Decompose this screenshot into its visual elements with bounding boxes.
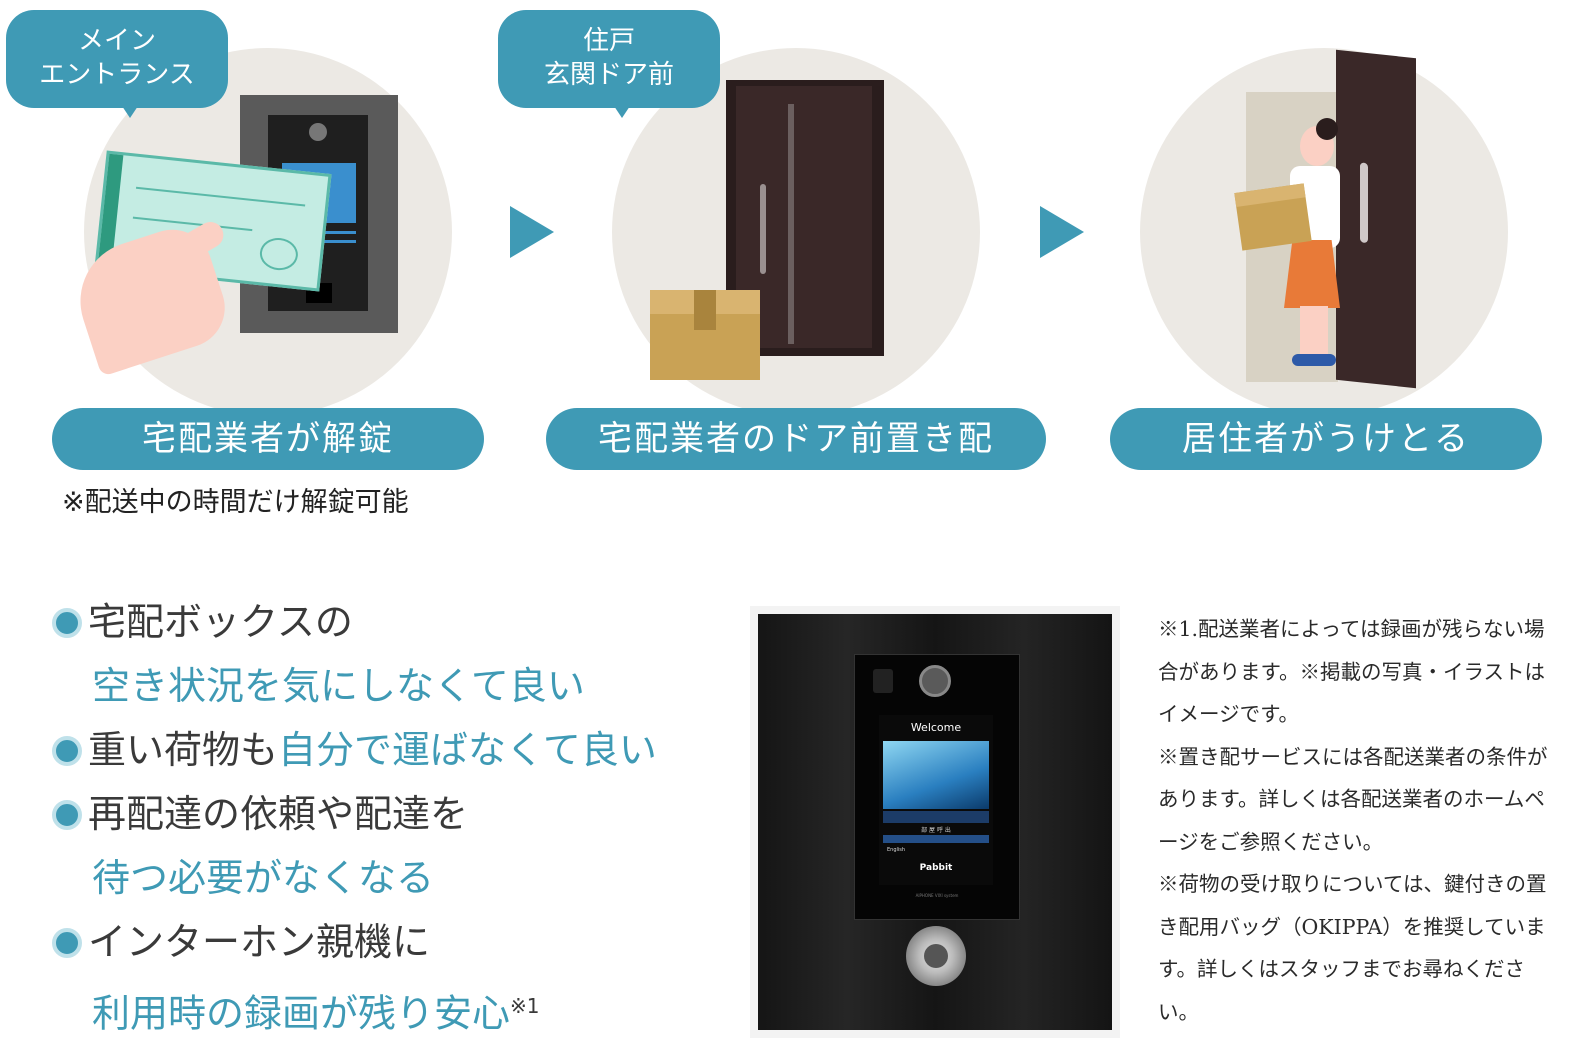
benefit-2: 重い荷物も自分で運ばなくて良い	[52, 720, 657, 780]
footnote-mark: ※1	[510, 994, 540, 1018]
resident-hair-illustration	[1316, 118, 1338, 140]
intercom-screen: Welcome 部 屋 呼 出 English Pabbit	[879, 715, 993, 885]
maker-label: AIPHONE VIXI system	[915, 893, 959, 898]
screen-brand: Pabbit	[919, 863, 953, 873]
step2-location-bubble: 住戸 玄関ドア前	[498, 10, 720, 108]
bubble-tail	[610, 100, 634, 118]
benefit-4-line2: 利用時の録画が残り安心※1	[92, 991, 540, 1036]
bullet-icon	[52, 928, 82, 958]
footnote-1: ※1.配送業者によっては録画が残らない場合があります。※掲載の写真・イラストはイ…	[1158, 617, 1546, 726]
screen-menu: 部 屋 呼 出	[921, 827, 951, 834]
step2-label: 宅配業者のドア前置き配	[546, 408, 1046, 470]
screen-language: English	[887, 847, 906, 853]
step3-label: 居住者がうけとる	[1110, 408, 1542, 470]
bullet-icon	[52, 800, 82, 830]
received-box-illustration	[1234, 183, 1312, 251]
bullet-icon	[52, 608, 82, 638]
bubble-tail	[118, 100, 142, 118]
step1-label: 宅配業者が解錠	[52, 408, 484, 470]
benefit-1-line1: 宅配ボックスの	[52, 592, 353, 652]
key-cylinder	[906, 926, 966, 986]
screen-title: Welcome	[910, 721, 962, 734]
flow-arrow-icon	[1040, 206, 1084, 258]
benefit-3-line2: 待つ必要がなくなる	[92, 856, 435, 900]
benefit-1-line2: 空き状況を気にしなくて良い	[92, 664, 585, 708]
package-box-illustration	[650, 290, 760, 380]
resident-skirt-illustration	[1284, 240, 1340, 308]
bullet-icon	[52, 736, 82, 766]
resident-shoes-illustration	[1292, 354, 1336, 366]
footnote-3: ※荷物の受け取りについては、鍵付きの置き配用バッグ（OKIPPA）を推奨していま…	[1158, 872, 1547, 1024]
resident-legs-illustration	[1300, 306, 1328, 360]
footnote-2: ※置き配サービスには各配送業者の条件があります。詳しくは各配送業者のホームページ…	[1158, 744, 1548, 854]
footnotes: ※1.配送業者によっては録画が残らない場合があります。※掲載の写真・イラストはイ…	[1158, 608, 1558, 1033]
benefit-4-line1: インターホン親機に	[52, 912, 430, 972]
benefit-3-line1: 再配達の依頼や配達を	[52, 784, 468, 844]
intercom-panel-photo: Welcome 部 屋 呼 出 English Pabbit AIPHONE V…	[750, 606, 1120, 1038]
step1-location-bubble: メイン エントランス	[6, 10, 228, 108]
open-door-illustration	[1336, 49, 1416, 389]
step-note: ※配送中の時間だけ解錠可能	[62, 487, 409, 518]
flow-arrow-icon	[510, 206, 554, 258]
